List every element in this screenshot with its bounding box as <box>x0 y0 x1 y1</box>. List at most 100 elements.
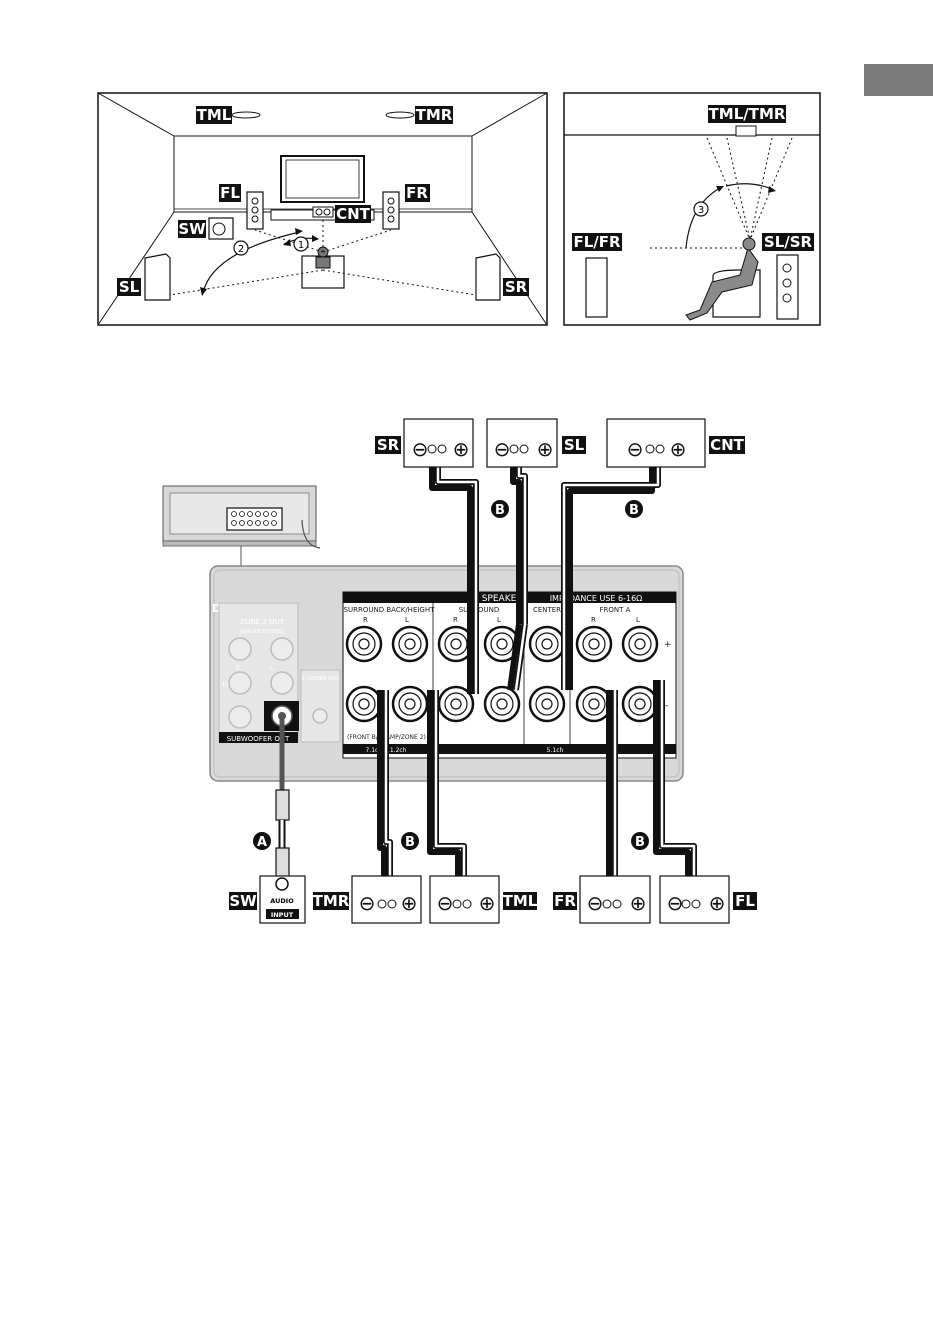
svg-text:B: B <box>405 835 415 850</box>
audio-out-section: DIO ZONE 3 OUT (VARIABLE/FIXED) R L TV S… <box>212 602 341 743</box>
svg-text:R: R <box>236 665 240 672</box>
svg-text:(VARIABLE/FIXED): (VARIABLE/FIXED) <box>240 629 285 635</box>
ceiling-speaker-icon <box>735 125 757 137</box>
room-layout-diagram: 1 2 TML TMR FL FR SW CNT SL SR <box>97 92 548 326</box>
svg-text:TV: TV <box>221 682 229 688</box>
svg-text:TML: TML <box>197 106 232 124</box>
svg-text:–: – <box>664 701 669 711</box>
svg-text:⊕: ⊕ <box>630 891 647 915</box>
svg-text:IMPEDANCE USE 6-16Ω: IMPEDANCE USE 6-16Ω <box>550 594 643 603</box>
svg-text:CENTER: CENTER <box>533 606 561 614</box>
svg-text:TMR: TMR <box>313 892 350 910</box>
receiver-thumbnail <box>162 485 321 566</box>
wiring-label-tmr: TMR <box>313 892 350 910</box>
angle-marker-3: 3 <box>693 201 709 217</box>
svg-text:SW: SW <box>178 220 206 238</box>
cable-marker-b-top-right: B <box>625 500 643 518</box>
label-fl-fr: FL/FR <box>572 233 622 251</box>
wiring-diagram: DIO ZONE 3 OUT (VARIABLE/FIXED) R L TV S… <box>162 418 757 924</box>
svg-text:FL: FL <box>220 184 240 202</box>
front-right-speaker-icon <box>382 191 400 230</box>
side-listener-icon <box>685 246 759 321</box>
cable-marker-b-bottom-left: B <box>401 832 419 850</box>
top-middle-right-speaker-icon <box>385 111 415 119</box>
svg-text:TML/TMR: TML/TMR <box>709 105 786 123</box>
cable-marker-b-bottom-right: B <box>631 832 649 850</box>
wiring-label-cnt: CNT <box>709 436 745 454</box>
cnt-terminal-box: ⊖⊕ <box>606 418 706 468</box>
label-sw: SW <box>178 220 206 238</box>
svg-text:+: + <box>664 640 672 650</box>
label-sl-sr: SL/SR <box>762 233 814 251</box>
fr-terminal-box: ⊖⊕ <box>579 875 651 924</box>
svg-text:⊖: ⊖ <box>412 437 429 461</box>
tmr-terminal-box: ⊖⊕ <box>351 875 422 924</box>
label-tml-tmr: TML/TMR <box>708 105 786 123</box>
label-tml: TML <box>196 106 232 124</box>
sw-input-box: AUDIO INPUT <box>259 875 306 924</box>
svg-text:R: R <box>453 616 458 624</box>
svg-text:SUBWOOFER OUT: SUBWOOFER OUT <box>227 735 290 743</box>
svg-text:⊖: ⊖ <box>437 891 454 915</box>
front-left-speaker-icon <box>246 191 264 230</box>
speaker-boxes: ⊖⊕ ⊖⊕ ⊖⊕ AUDIO INPUT ⊖⊕ ⊖⊕ ⊖⊕ <box>259 418 730 924</box>
fl-terminal-box: ⊖⊕ <box>659 875 730 924</box>
svg-text:R: R <box>363 616 368 624</box>
svg-text:TMR: TMR <box>416 106 453 124</box>
svg-text:L: L <box>405 616 409 624</box>
wiring-label-fr: FR <box>553 892 577 910</box>
svg-text:FL/FR: FL/FR <box>573 233 621 251</box>
angle-arc-2 <box>202 231 301 294</box>
svg-text:SW: SW <box>229 892 257 910</box>
angle-marker-2: 2 <box>233 240 249 256</box>
wiring-label-sl: SL <box>562 436 586 454</box>
svg-text:ZONE 3 OUT: ZONE 3 OUT <box>240 618 285 626</box>
label-fr: FR <box>405 184 430 202</box>
svg-text:⊕: ⊕ <box>709 891 726 915</box>
svg-text:FR: FR <box>406 184 428 202</box>
svg-text:R: R <box>591 616 596 624</box>
svg-text:B: B <box>635 835 645 850</box>
svg-text:1: 1 <box>298 240 304 251</box>
wiring-label-sr: SR <box>375 436 401 454</box>
svg-text:L: L <box>270 665 274 672</box>
cable-marker-b-top-left: B <box>491 500 509 518</box>
svg-text:CNT: CNT <box>710 436 745 454</box>
label-tmr: TMR <box>415 106 453 124</box>
speaker-terminal-section: SPEAKERS IMPEDANCE USE 6-16Ω SURROUND BA… <box>342 591 677 759</box>
angle-marker-1: 1 <box>293 236 309 252</box>
svg-text:⊖: ⊖ <box>494 437 511 461</box>
svg-text:⊕: ⊕ <box>479 891 496 915</box>
svg-text:E-CENTER OUT: E-CENTER OUT <box>301 676 339 682</box>
svg-text:SR: SR <box>377 436 400 454</box>
svg-text:AUDIO: AUDIO <box>270 897 294 905</box>
svg-text:FRONT A: FRONT A <box>600 606 631 614</box>
label-cnt: CNT <box>335 205 371 223</box>
svg-text:3: 3 <box>698 205 704 216</box>
label-sl: SL <box>117 278 141 296</box>
svg-text:B: B <box>495 503 505 518</box>
label-fl: FL <box>219 184 241 202</box>
svg-text:⊖: ⊖ <box>627 437 644 461</box>
center-speaker-icon <box>312 206 334 218</box>
svg-text:⊕: ⊕ <box>537 437 554 461</box>
svg-text:FR: FR <box>554 892 576 910</box>
svg-text:SL: SL <box>564 436 585 454</box>
svg-text:⊖: ⊖ <box>667 891 684 915</box>
cable-marker-a: A <box>253 832 271 850</box>
svg-text:TML: TML <box>503 892 538 910</box>
side-front-speaker-icon <box>585 257 608 318</box>
svg-text:2: 2 <box>238 244 244 255</box>
svg-text:⊕: ⊕ <box>401 891 418 915</box>
svg-text:⊕: ⊕ <box>670 437 687 461</box>
svg-text:L: L <box>636 616 640 624</box>
svg-text:B: B <box>629 503 639 518</box>
svg-text:5.1ch: 5.1ch <box>547 747 564 754</box>
svg-text:INPUT: INPUT <box>271 911 294 919</box>
side-view-diagram: 3 TML/TMR FL/FR SL/SR <box>563 92 821 326</box>
page-tab <box>864 64 933 96</box>
wiring-label-tml: TML <box>503 892 538 910</box>
subwoofer-cable <box>275 716 290 879</box>
svg-text:SURROUND BACK/HEIGHT: SURROUND BACK/HEIGHT <box>344 606 436 614</box>
